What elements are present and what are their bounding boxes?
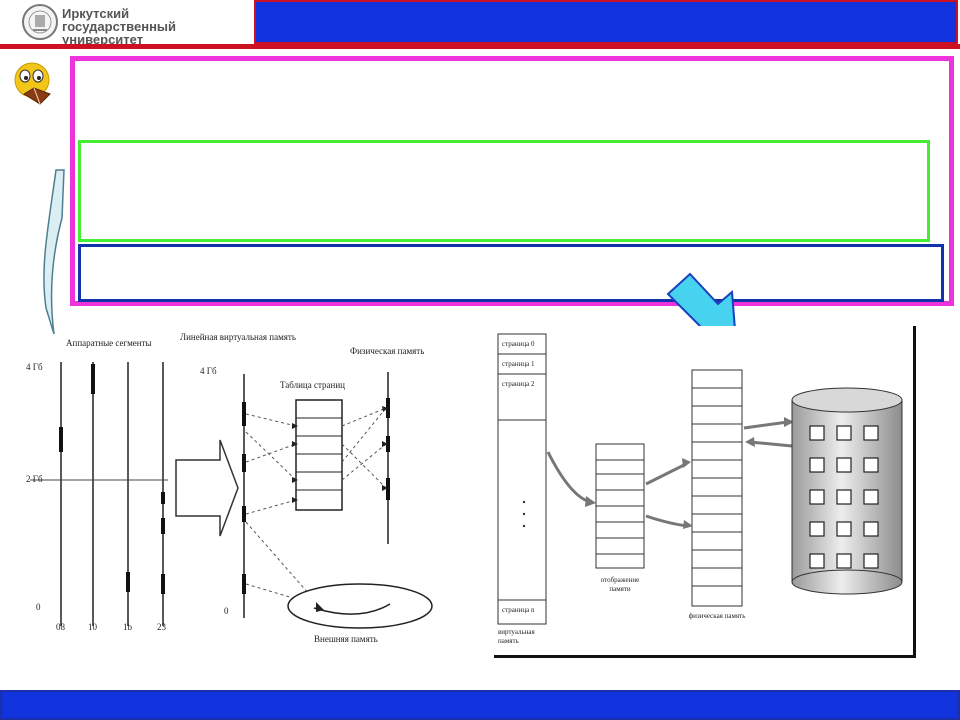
label-virtual-memory: виртуальная память	[498, 628, 535, 645]
axis-label-1b: 1b	[123, 622, 132, 632]
university-name-line1: Иркутский	[62, 6, 130, 21]
page-label-0: страница 0	[502, 340, 535, 348]
paging-diagram-graphics	[497, 333, 903, 625]
label-4gb-mid: 4 Гб	[200, 366, 217, 376]
label-hardware-segments: Аппаратные сегменты	[66, 338, 152, 348]
label-4gb-left: 4 Гб	[26, 362, 43, 372]
content-frame-blue	[78, 244, 944, 302]
page-label-n: страница n	[502, 606, 535, 614]
header-divider	[0, 44, 960, 49]
university-name-line2: государственный университет	[62, 19, 177, 47]
page-label-1: страница 1	[502, 360, 535, 368]
footer-bar	[0, 690, 960, 720]
content-frame-magenta	[70, 56, 954, 306]
label-external-memory: Внешняя память	[314, 634, 378, 644]
label-zero-left: 0	[36, 602, 41, 612]
label-physical-memory: Физическая память	[350, 346, 425, 356]
reading-smiley-icon	[14, 62, 51, 105]
segment-memory-diagram: Аппаратные сегменты Линейная виртуальная…	[26, 322, 448, 676]
university-name: Иркутский государственный университет	[62, 7, 252, 46]
label-physical-memory-right: физическая память	[688, 612, 746, 620]
axis-label-10: 10	[88, 622, 97, 632]
axis-label-23: 23	[157, 622, 166, 632]
label-memory-mapping: отображение памяти	[600, 576, 640, 593]
label-2gb-left: 2 Гб	[26, 474, 43, 484]
header-title-bar	[254, 0, 958, 44]
label-page-table: Таблица страниц	[280, 380, 345, 390]
callout-shape	[43, 169, 65, 335]
label-linear-virtual-memory: Линейная виртуальная память	[180, 332, 296, 342]
content-frame-green	[78, 140, 930, 242]
university-seal-icon	[22, 4, 58, 40]
label-zero-mid: 0	[224, 606, 229, 616]
axis-label-08: 08	[56, 622, 65, 632]
paging-memory-diagram: страница 0 страница 1 страница 2 страниц…	[494, 326, 916, 658]
page-label-2: страница 2	[502, 380, 535, 388]
logo-area: Иркутский государственный университет	[0, 0, 252, 46]
segment-diagram-lines	[30, 362, 433, 629]
